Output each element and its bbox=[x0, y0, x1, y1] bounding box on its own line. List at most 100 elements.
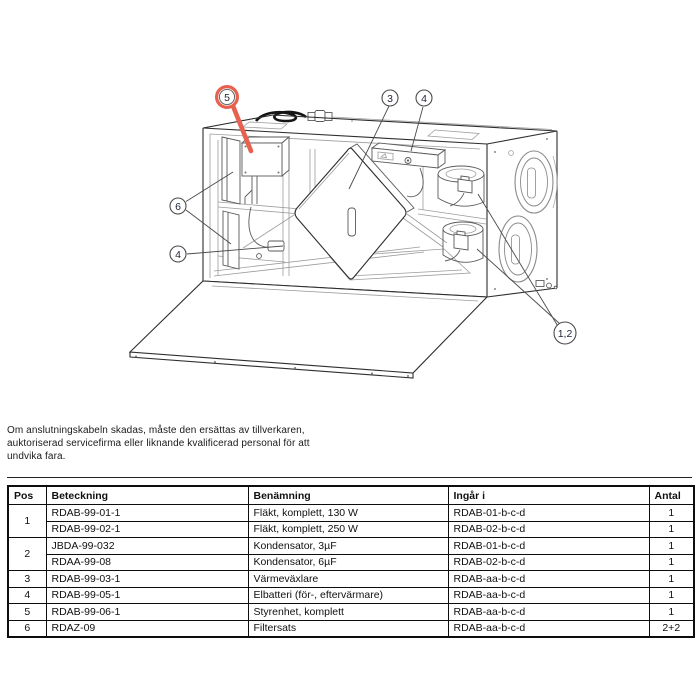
callout-5: 5 bbox=[215, 84, 240, 109]
safety-note: Om anslutningskabeln skadas, måste den e… bbox=[7, 425, 310, 463]
top-vent-outline bbox=[427, 129, 480, 140]
col-header-ingar-i: Ingår i bbox=[447, 485, 650, 505]
table-row: 6 RDAZ-09 Filtersats RDAB-aa-b-c-d 2+2 bbox=[7, 619, 695, 638]
cell-benamning: Styrenhet, komplett bbox=[247, 603, 449, 621]
cell-pos: 1 bbox=[7, 504, 47, 538]
col-header-benamning: Benämning bbox=[247, 485, 449, 505]
power-cable bbox=[254, 110, 553, 130]
cell-beteckning: RDAB-99-02-1 bbox=[45, 520, 249, 538]
cable-coil bbox=[254, 110, 307, 123]
table-row: RDAA-99-08 Kondensator, 6µF RDAB-02-b-c-… bbox=[8, 553, 695, 571]
leader-4-top bbox=[410, 106, 424, 152]
svg-text:5: 5 bbox=[224, 92, 230, 104]
warning-triangle-icon bbox=[379, 153, 388, 159]
cell-ingar-i: RDAB-aa-b-c-d bbox=[447, 619, 650, 638]
table-header-row: Pos Beteckning Benämning Ingår i Antal bbox=[7, 485, 695, 505]
exchanger-handle bbox=[347, 207, 356, 237]
cell-benamning: Värmeväxlare bbox=[247, 570, 449, 588]
leader-12b bbox=[476, 248, 560, 324]
cell-antal: 2+2 bbox=[648, 619, 695, 638]
cell-antal: 1 bbox=[648, 570, 695, 588]
drain-fitting bbox=[535, 280, 545, 287]
fan-upper bbox=[437, 165, 485, 207]
cell-benamning: Elbatteri (för-, eftervärmare) bbox=[247, 586, 449, 604]
svg-text:4: 4 bbox=[421, 93, 427, 105]
duct-port-lower bbox=[498, 215, 538, 283]
right-face-details bbox=[494, 138, 558, 290]
highlight-leader-5 bbox=[230, 103, 254, 154]
cell-beteckning: RDAB-99-03-1 bbox=[45, 570, 249, 588]
leader-4-left bbox=[186, 245, 284, 255]
cell-benamning: Fläkt, komplett, 250 W bbox=[247, 520, 449, 538]
svg-text:4: 4 bbox=[175, 249, 181, 261]
parts-table: Pos Beteckning Benämning Ingår i Antal 1… bbox=[7, 485, 695, 638]
fan-lower-connector bbox=[453, 233, 469, 251]
cell-pos: 5 bbox=[7, 603, 47, 621]
callout-3: 3 bbox=[381, 89, 399, 107]
callout-4-left: 4 bbox=[169, 245, 187, 263]
table-row: 5 RDAB-99-06-1 Styrenhet, komplett RDAB-… bbox=[7, 603, 695, 621]
cell-beteckning: JBDA-99-032 bbox=[45, 537, 249, 555]
table-row: 3 RDAB-99-03-1 Värmeväxlare RDAB-aa-b-c-… bbox=[7, 570, 695, 588]
svg-text:3: 3 bbox=[387, 93, 393, 105]
table-row: 1 RDAB-99-01-1 Fläkt, komplett, 130 W RD… bbox=[7, 504, 695, 538]
separator-line bbox=[7, 477, 692, 478]
cell-antal: 1 bbox=[648, 520, 695, 538]
callout-4-top: 4 bbox=[415, 89, 433, 107]
fan-upper-connector bbox=[457, 178, 473, 194]
svg-text:1,2: 1,2 bbox=[558, 328, 573, 340]
cell-pos: 4 bbox=[7, 586, 47, 604]
cell-pos: 6 bbox=[7, 619, 47, 638]
leader-3 bbox=[348, 105, 390, 190]
table-row: 2 JBDA-99-032 Kondensator, 3µF RDAB-01-b… bbox=[7, 537, 695, 571]
svg-text:6: 6 bbox=[175, 201, 181, 213]
cable-gland bbox=[314, 110, 326, 122]
cell-pos: 3 bbox=[7, 570, 47, 588]
cell-antal: 1 bbox=[648, 537, 695, 555]
top-face-details bbox=[241, 120, 501, 140]
col-header-beteckning: Beteckning bbox=[45, 485, 249, 505]
cell-beteckning: RDAA-99-08 bbox=[45, 553, 249, 571]
cell-beteckning: RDAZ-09 bbox=[45, 619, 249, 638]
cell-ingar-i: RDAB-02-b-c-d bbox=[447, 520, 650, 538]
cell-antal: 1 bbox=[648, 553, 695, 571]
table-row: RDAB-99-02-1 Fläkt, komplett, 250 W RDAB… bbox=[8, 520, 695, 538]
cell-benamning: Fläkt, komplett, 130 W bbox=[247, 504, 449, 522]
cell-ingar-i: RDAB-aa-b-c-d bbox=[447, 586, 650, 604]
leader-12a bbox=[477, 193, 558, 326]
filter-upper bbox=[221, 136, 241, 205]
col-header-pos: Pos bbox=[7, 485, 47, 505]
cell-antal: 1 bbox=[648, 504, 695, 522]
fan-lower bbox=[442, 221, 484, 263]
cell-ingar-i: RDAB-01-b-c-d bbox=[447, 537, 650, 555]
cell-ingar-i: RDAB-01-b-c-d bbox=[447, 504, 650, 522]
leader-6b bbox=[185, 209, 232, 245]
capacitor bbox=[248, 206, 285, 259]
cell-beteckning: RDAB-99-01-1 bbox=[45, 504, 249, 522]
filters bbox=[221, 136, 241, 270]
cell-benamning: Filtersats bbox=[247, 619, 449, 638]
leader-6a bbox=[185, 171, 234, 202]
cell-ingar-i: RDAB-aa-b-c-d bbox=[447, 570, 650, 588]
cell-beteckning: RDAB-99-06-1 bbox=[45, 603, 249, 621]
control-unit bbox=[240, 136, 291, 204]
col-header-antal: Antal bbox=[648, 485, 695, 505]
cell-ingar-i: RDAB-02-b-c-d bbox=[447, 553, 650, 571]
callout-leader-lines bbox=[185, 105, 560, 326]
front-door-panel bbox=[128, 280, 489, 379]
cell-benamning: Kondensator, 3µF bbox=[247, 537, 449, 555]
filter-lower bbox=[222, 210, 240, 270]
callout-6: 6 bbox=[169, 197, 187, 215]
electric-heater bbox=[370, 142, 447, 198]
callout-1-2: 1,2 bbox=[553, 321, 577, 345]
cell-beteckning: RDAB-99-05-1 bbox=[45, 586, 249, 604]
exploded-view-diagram: 5 3 4 6 4 1,2 bbox=[128, 84, 577, 379]
cell-benamning: Kondensator, 6µF bbox=[247, 553, 449, 571]
table-row: 4 RDAB-99-05-1 Elbatteri (för-, eftervär… bbox=[7, 586, 695, 604]
duct-port-upper bbox=[514, 150, 558, 214]
cell-antal: 1 bbox=[648, 586, 695, 604]
cell-ingar-i: RDAB-aa-b-c-d bbox=[447, 603, 650, 621]
cell-antal: 1 bbox=[648, 603, 695, 621]
heat-exchanger bbox=[294, 143, 415, 280]
